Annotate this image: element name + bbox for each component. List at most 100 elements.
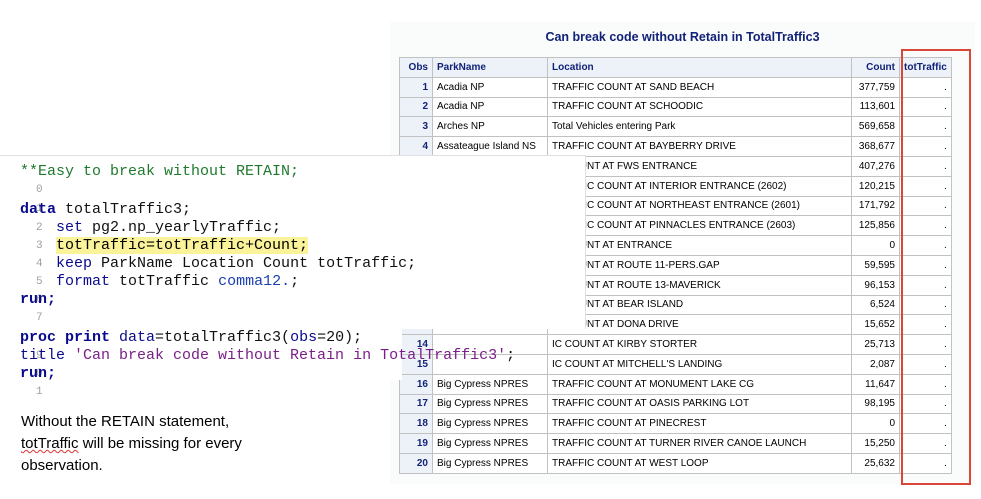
cell-location: IC COUNT AT DONA DRIVE (547, 314, 852, 336)
cell-tottraffic: . (899, 254, 952, 276)
cell-tottraffic: . (899, 136, 952, 157)
cell-location: TRAFFIC COUNT AT OASIS PARKING LOT (547, 393, 852, 415)
code-comment: **Easy to break without RETAIN; (20, 163, 300, 180)
cell-count: 125,856 (851, 215, 900, 237)
cell-location: TRAFFIC COUNT AT PINNACLES ENTRANCE (260… (547, 215, 852, 237)
cell-location: TRAFFIC COUNT AT TURNER RIVER CANOE LAUN… (547, 433, 852, 454)
column-header-count: Count (851, 57, 900, 78)
cell-count: 2,087 (851, 353, 900, 375)
code-editor-panel: 0 **Easy to break without RETAIN; 1 2 da… (0, 155, 586, 343)
note-line-1: Without the RETAIN statement, (21, 413, 230, 430)
cell-count: 98,195 (851, 393, 900, 415)
cell-parkname (432, 334, 548, 355)
cell-obs: 15 (399, 353, 433, 375)
cell-count: 15,652 (851, 314, 900, 336)
cell-tottraffic: . (899, 195, 952, 217)
code-line-assign: 4 totTraffic=totTraffic+Count; (36, 237, 309, 270)
cell-location: TRAFFIC COUNT AT MONUMENT LAKE CG (547, 373, 852, 395)
cell-count: 113,601 (851, 96, 900, 118)
cell-tottraffic: . (899, 274, 952, 296)
code-line-set: 3 set pg2.np_yearlyTraffic; (36, 219, 282, 252)
code-line-data: 2 data totalTraffic3; (20, 201, 192, 234)
cell-location: TRAFFIC COUNT AT SCHOODIC (547, 96, 852, 118)
cell-obs: 4 (399, 136, 433, 157)
cell-count: 11,647 (851, 373, 900, 395)
cell-location: TRAFFIC COUNT AT PINECREST (547, 413, 852, 435)
code-line-keep: 5 keep ParkName Location Count totTraffi… (36, 255, 417, 288)
cell-count: 407,276 (851, 155, 900, 177)
cell-obs: 3 (399, 116, 433, 138)
cell-parkname: Acadia NP (432, 96, 548, 118)
code-line-run: 7 run; (20, 291, 57, 324)
report-title: Can break code without Retain in TotalTr… (545, 30, 820, 44)
code-line-run2: 1 run; (20, 365, 57, 398)
cell-count: 0 (851, 413, 900, 435)
column-header-location: Location (547, 57, 852, 78)
cell-tottraffic: . (899, 116, 952, 138)
cell-location: TRAFFIC COUNT AT NORTHEAST ENTRANCE (260… (547, 195, 852, 217)
column-header-tottraffic: totTraffic (899, 57, 952, 78)
cell-tottraffic: . (899, 393, 952, 415)
cell-count: 15,250 (851, 433, 900, 454)
cell-parkname: Arches NP (432, 116, 548, 138)
tottraffic-highlight-box (901, 49, 971, 485)
code-line-comment: 0 **Easy to break without RETAIN; (20, 163, 300, 196)
cell-tottraffic: . (899, 334, 952, 355)
highlighted-assignment: totTraffic=totTraffic+Count; (56, 237, 309, 254)
cell-count: 25,713 (851, 334, 900, 355)
cell-location: TRAFFIC COUNT AT SAND BEACH (547, 76, 852, 98)
cell-location: IC COUNT AT BEAR ISLAND (547, 294, 852, 316)
cell-tottraffic: . (899, 294, 952, 316)
cell-count: 25,632 (851, 452, 900, 474)
cell-parkname: Big Cypress NPRES (432, 433, 548, 454)
cell-count: 368,677 (851, 136, 900, 157)
cell-parkname: Big Cypress NPRES (432, 413, 548, 435)
cell-tottraffic: . (899, 155, 952, 177)
cell-count: 120,215 (851, 175, 900, 197)
column-header-obs: Obs (399, 57, 433, 78)
note-line-2: totTraffic will be missing for every (21, 435, 242, 452)
cell-parkname: Big Cypress NPRES (432, 373, 548, 395)
note-variable: totTraffic (21, 435, 79, 452)
explanation-note: Without the RETAIN statement, totTraffic… (21, 411, 311, 477)
cell-obs: 19 (399, 433, 433, 454)
cell-parkname: Big Cypress NPRES (432, 452, 548, 474)
cell-count: 96,153 (851, 274, 900, 296)
cell-location: IC COUNT AT MITCHELL'S LANDING (547, 353, 852, 375)
cell-count: 569,658 (851, 116, 900, 138)
cell-tottraffic: . (899, 413, 952, 435)
cell-parkname: Assateague Island NS (432, 136, 548, 157)
cell-obs: 2 (399, 96, 433, 118)
cell-location: TRAFFIC COUNT AT WEST LOOP (547, 452, 852, 474)
code-line-title: 0 title 'Can break code without Retain i… (20, 347, 516, 380)
cell-location: Total Vehicles entering Park (547, 116, 852, 138)
cell-count: 0 (851, 235, 900, 256)
cell-parkname: Acadia NP (432, 76, 548, 98)
cell-obs: 20 (399, 452, 433, 474)
column-header-parkname: ParkName (432, 57, 548, 78)
cell-obs: 1 (399, 76, 433, 98)
cell-location: IC COUNT AT ROUTE 11-PERS.GAP (547, 254, 852, 276)
cell-location: IC COUNT AT FWS ENTRANCE (547, 155, 852, 177)
cell-location: IC COUNT AT KIRBY STORTER (547, 334, 852, 355)
cell-parkname: Big Cypress NPRES (432, 393, 548, 415)
code-line-blank2: 8 (0, 310, 45, 343)
code-editor-panel-lower: 9 proc print data=totalTraffic3(obs=20);… (0, 328, 516, 398)
cell-obs: 18 (399, 413, 433, 435)
cell-location: TRAFFIC COUNT AT BAYBERRY DRIVE (547, 136, 852, 157)
cell-count: 377,759 (851, 76, 900, 98)
cell-obs: 16 (399, 373, 433, 395)
code-line-proc: 9 proc print data=totalTraffic3(obs=20); (20, 329, 363, 362)
cell-tottraffic: . (899, 452, 952, 474)
cell-count: 59,595 (851, 254, 900, 276)
